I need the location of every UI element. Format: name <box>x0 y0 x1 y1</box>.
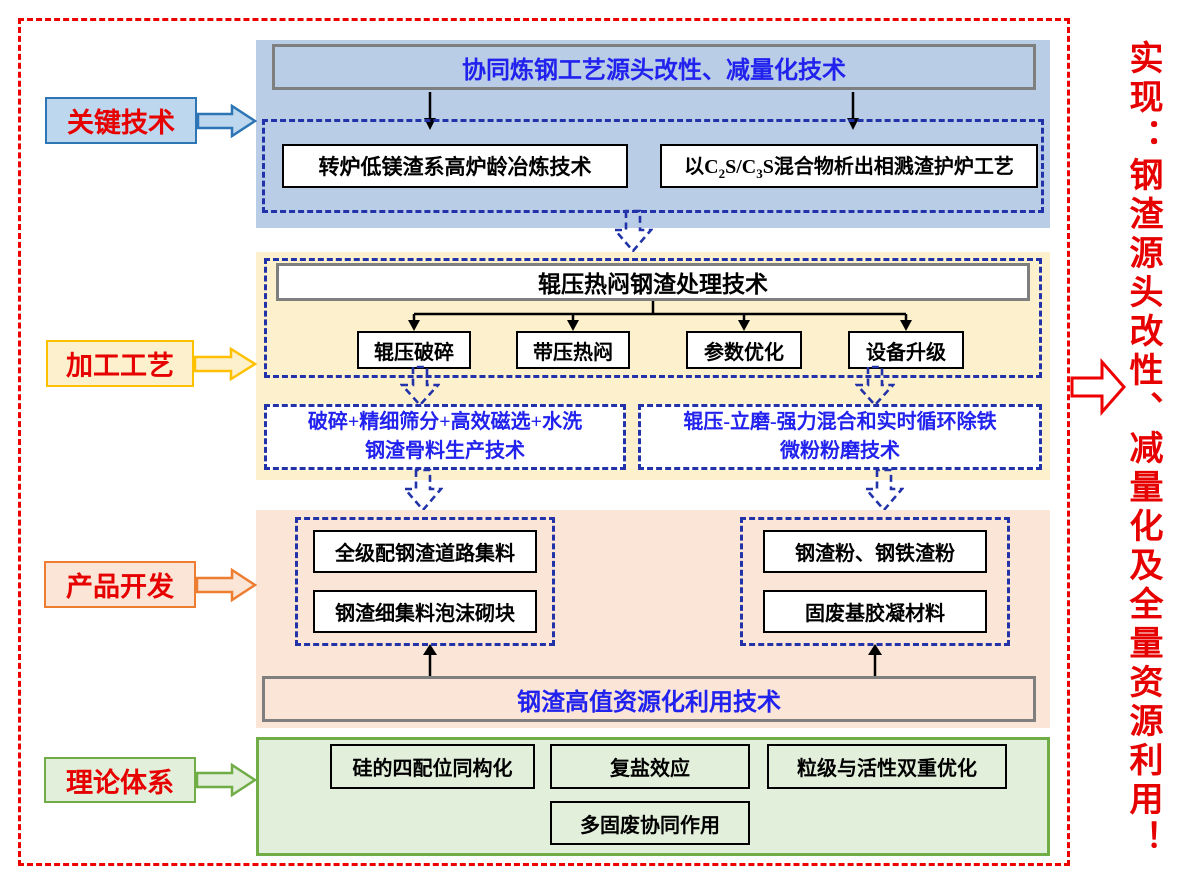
right-block-arrow-icon <box>197 104 257 138</box>
key-tech-header: 协同炼钢工艺源头改性、减量化技术 <box>272 44 1036 90</box>
process-header: 辊压热闷钢渣处理技术 <box>276 263 1030 301</box>
smelting-tech-box: 转炉低镁渣系高炉龄冶炼技术 <box>282 144 628 188</box>
step-box: 设备升级 <box>848 331 964 369</box>
row-label-theory: 理论体系 <box>44 757 196 803</box>
slag-splash-tech-box: 以C2S/C3S混合物析出相溅渣护炉工艺 <box>660 144 1038 188</box>
aggregate-tech-line1: 破碎+精细筛分+高效磁选+水洗 <box>307 411 583 433</box>
dashed-down-arrow-icon <box>400 365 440 407</box>
right-block-arrow-icon <box>196 568 257 602</box>
powder-tech-box: 辊压-立磨-强力混合和实时循环除铁 微粉粉磨技术 <box>638 404 1042 470</box>
dashed-down-arrow-icon <box>855 365 895 407</box>
theory-box: 复盐效应 <box>550 744 750 789</box>
dashed-down-arrow-icon <box>864 468 904 512</box>
product-box: 全级配钢渣道路集料 <box>313 530 537 573</box>
row-label-product: 产品开发 <box>44 561 196 608</box>
key-tech-dashed-group <box>262 119 1044 213</box>
theory-box: 硅的四配位同构化 <box>330 744 535 789</box>
product-box: 钢渣细集料泡沫砌块 <box>313 590 537 633</box>
theory-box: 粒级与活性双重优化 <box>767 744 1007 789</box>
slag-splash-text: 以C2S/C3S混合物析出相溅渣护炉工艺 <box>684 156 1014 181</box>
right-block-arrow-icon <box>196 763 257 797</box>
step-box: 辊压破碎 <box>357 331 471 369</box>
dashed-down-arrow-icon <box>403 468 443 512</box>
right-block-arrow-icon <box>194 347 257 381</box>
goal-statement: 实现：钢渣源头改性、减量化及全量资源利用！ <box>1124 40 1161 859</box>
process-dashed-group <box>264 258 1042 378</box>
product-left-dashed-group <box>295 517 555 646</box>
product-box: 固废基胶凝材料 <box>763 590 987 633</box>
theory-box: 多固废协同作用 <box>550 801 750 845</box>
high-value-utilization-banner: 钢渣高值资源化利用技术 <box>262 676 1036 722</box>
aggregate-tech-line2: 钢渣骨料生产技术 <box>365 440 525 462</box>
row-label-key-tech: 关键技术 <box>45 97 197 144</box>
goal-right-arrow-icon <box>1070 358 1126 416</box>
up-arrow-icon <box>868 644 882 678</box>
powder-tech-line1: 辊压-立磨-强力混合和实时循环除铁 <box>683 411 997 433</box>
powder-tech-line2: 微粉粉磨技术 <box>780 440 900 462</box>
step-box: 参数优化 <box>686 331 802 369</box>
outer-dashed-border <box>18 18 1070 866</box>
up-arrow-icon <box>423 644 437 678</box>
aggregate-tech-box: 破碎+精细筛分+高效磁选+水洗 钢渣骨料生产技术 <box>264 404 626 470</box>
tree-connector <box>408 301 912 331</box>
step-box: 带压热闷 <box>516 331 630 369</box>
product-box: 钢渣粉、钢铁渣粉 <box>763 530 987 573</box>
key-tech-section <box>256 40 1050 228</box>
theory-section <box>256 737 1050 856</box>
row-label-process: 加工工艺 <box>46 340 194 387</box>
dashed-down-arrow-icon <box>613 209 653 253</box>
